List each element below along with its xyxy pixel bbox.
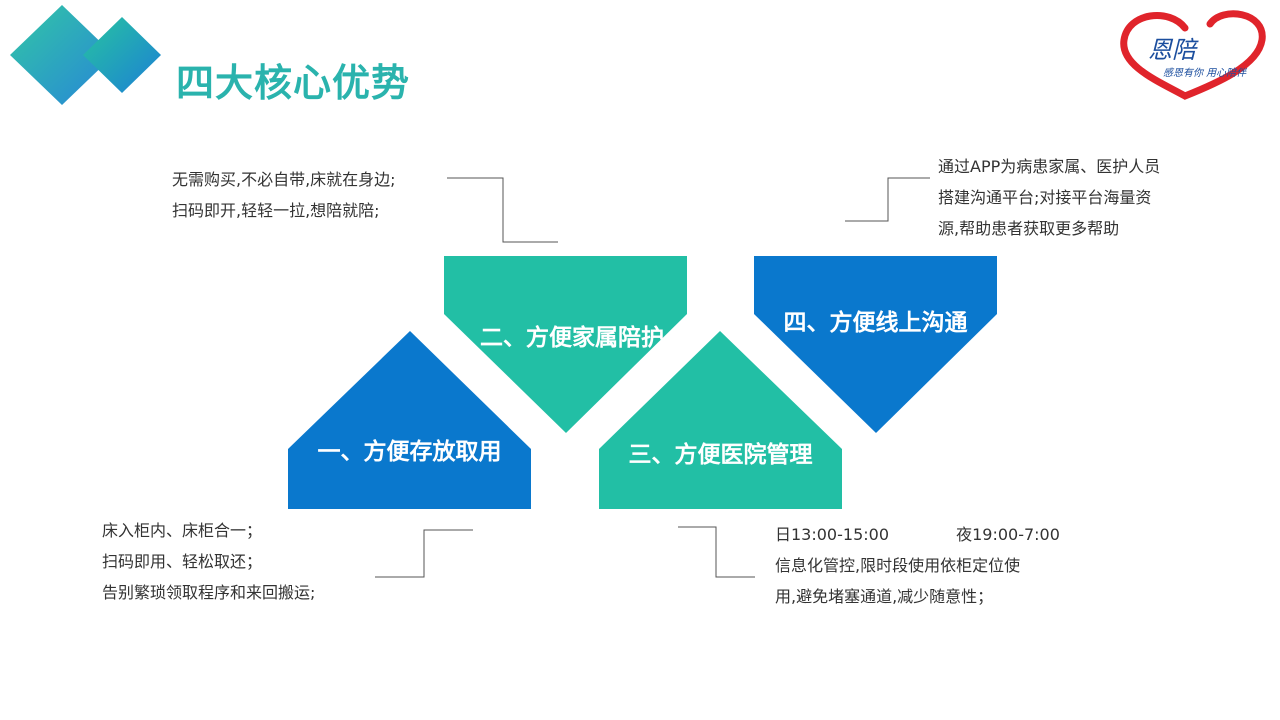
connector-line-3: [678, 526, 755, 578]
day-hours: 日13:00-15:00: [775, 525, 889, 544]
night-hours: 夜19:00-7:00: [956, 525, 1060, 544]
desc-line: 通过APP为病患家属、医护人员: [938, 157, 1161, 176]
page-title: 四大核心优势: [176, 61, 411, 105]
desc-line: 无需购买,不必自带,床就在身边;: [172, 170, 396, 189]
decor-diamond-left: [10, 5, 114, 105]
advantage-shape-4: [754, 256, 997, 433]
logo-name: 恩陪: [1148, 36, 1196, 64]
decor-diamond-right: [83, 17, 161, 93]
advantage-label-1: 一、方便存放取用: [317, 439, 502, 465]
desc-line: 信息化管控,限时段使用依柜定位使: [775, 556, 1021, 575]
advantage-desc-1: 床入柜内、床柜合一； 扫码即用、轻松取还； 告别繁琐领取程序和来回搬运;: [102, 515, 315, 608]
advantage-label-3: 三、方便医院管理: [628, 442, 813, 468]
connector-line-1: [375, 529, 473, 578]
advantage-shape-2: [444, 256, 687, 433]
connector-line-2: [447, 177, 558, 243]
desc-line: 床入柜内、床柜合一；: [102, 521, 263, 540]
desc-line: 告别繁琐领取程序和来回搬运;: [102, 583, 316, 602]
advantage-shape-1: [288, 331, 531, 509]
desc-line-hours: 日13:00-15:00 夜19:00-7:00: [775, 519, 1060, 550]
advantage-shape-3: [599, 331, 842, 509]
advantage-desc-4: 通过APP为病患家属、医护人员 搭建沟通平台;对接平台海量资 源,帮助患者获取更…: [938, 151, 1160, 244]
connector-line-4: [845, 177, 930, 222]
desc-line: 搭建沟通平台;对接平台海量资: [938, 188, 1152, 207]
desc-line: 用,避免堵塞通道,减少随意性；: [775, 587, 994, 606]
desc-line: 扫码即开,轻轻一拉,想陪就陪;: [172, 201, 380, 220]
desc-line: 源,帮助患者获取更多帮助: [938, 219, 1120, 238]
advantage-label-2: 二、方便家属陪护: [480, 325, 664, 351]
advantage-label-4: 四、方便线上沟通: [783, 310, 968, 336]
logo-slogan: 感恩有你 用心陪伴: [1163, 68, 1247, 79]
advantage-desc-3: 日13:00-15:00 夜19:00-7:00 信息化管控,限时段使用依柜定位…: [775, 519, 1060, 612]
advantage-desc-2: 无需购买,不必自带,床就在身边; 扫码即开,轻轻一拉,想陪就陪;: [172, 164, 396, 226]
desc-line: 扫码即用、轻松取还；: [102, 552, 263, 571]
logo-heart-icon: [1120, 10, 1266, 100]
